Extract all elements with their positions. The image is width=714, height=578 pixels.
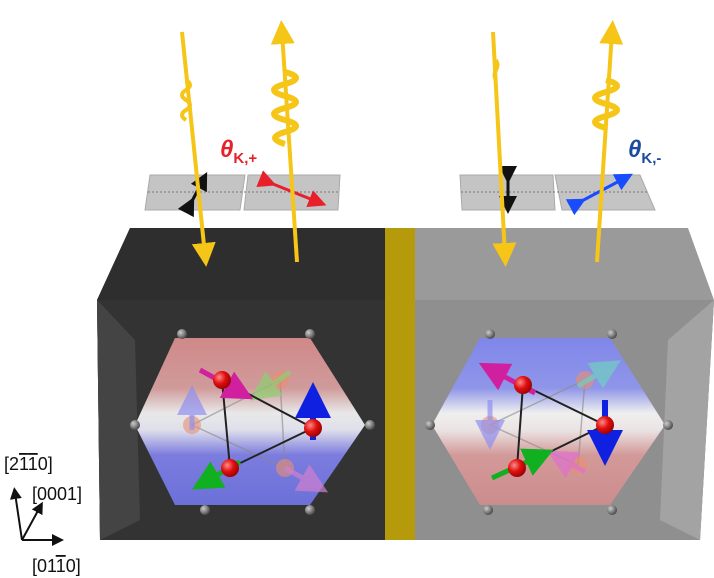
corner-atoms bbox=[425, 329, 673, 515]
gray-atom bbox=[200, 505, 210, 515]
magnetic-triangle bbox=[515, 383, 608, 470]
gray-atom bbox=[607, 505, 617, 515]
gray-atom bbox=[607, 329, 617, 339]
kerr-angle-plus-label: θK,+ bbox=[220, 136, 257, 167]
axis-label-c: [0001] bbox=[32, 484, 82, 504]
red-atom bbox=[508, 459, 526, 477]
wave-left-reflected bbox=[271, 69, 299, 147]
wave-left-incident bbox=[180, 78, 192, 122]
axis-arrow-c bbox=[21, 501, 43, 541]
faded-triangle bbox=[190, 378, 286, 470]
reflected-beam-left bbox=[270, 20, 299, 263]
incident-beam-left bbox=[180, 31, 216, 267]
reflected-beam-right bbox=[595, 20, 624, 263]
gray-atom bbox=[485, 329, 495, 339]
axis-arrow-a bbox=[9, 487, 23, 541]
red-atom bbox=[221, 459, 239, 477]
polarization-plates bbox=[144, 166, 656, 218]
gray-atom bbox=[425, 420, 435, 430]
polarization-arrow-black bbox=[177, 172, 208, 218]
spin-arrow bbox=[576, 360, 621, 389]
corner-atoms bbox=[130, 329, 375, 515]
red-atom bbox=[596, 416, 614, 434]
gray-atom bbox=[130, 420, 140, 430]
spin-arrow bbox=[283, 464, 329, 493]
wave-right-incident bbox=[492, 58, 500, 82]
spin-arrow bbox=[546, 450, 587, 479]
red-atom bbox=[213, 371, 231, 389]
light-beams bbox=[180, 20, 624, 267]
axis-label-b: [0110] bbox=[32, 556, 81, 576]
spin-arrow bbox=[249, 369, 292, 401]
left-box-top-edge bbox=[97, 228, 385, 300]
domain-wall bbox=[385, 228, 415, 540]
gray-atom bbox=[663, 420, 673, 430]
magnetic-triangle bbox=[220, 378, 316, 470]
gray-atom bbox=[365, 420, 375, 430]
left-box-side-shade bbox=[97, 300, 140, 540]
faded-triangle bbox=[488, 378, 586, 467]
gray-atom bbox=[305, 505, 315, 515]
left-lattice bbox=[130, 329, 375, 515]
gray-atom bbox=[483, 505, 493, 515]
right-box-side-shade bbox=[660, 300, 714, 540]
kerr-angle-minus-label: θK,- bbox=[628, 136, 661, 167]
crystal-axes: [2110] [0001] [0110] bbox=[4, 454, 82, 576]
gray-atom bbox=[305, 329, 315, 339]
red-atom bbox=[514, 376, 532, 394]
gray-atom bbox=[177, 329, 187, 339]
wave-right-reflected bbox=[592, 77, 620, 131]
red-atom bbox=[304, 419, 322, 437]
right-lattice bbox=[425, 329, 673, 515]
axis-label-a: [2110] bbox=[4, 454, 53, 474]
